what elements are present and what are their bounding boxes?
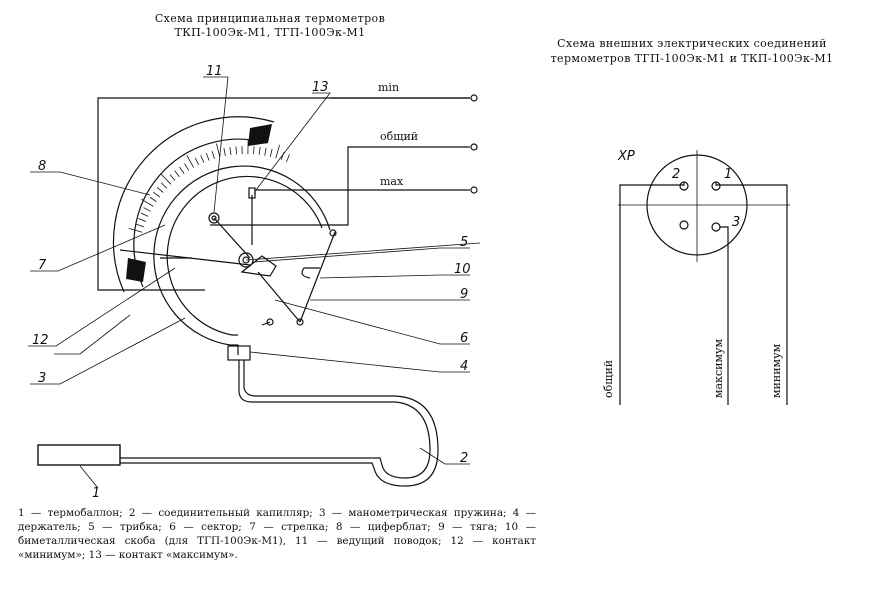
line-label-min: минимум xyxy=(770,343,783,398)
callout-7: 7 xyxy=(38,258,47,273)
pin-label-1: 1 xyxy=(724,167,732,182)
connector-label: ХР xyxy=(617,149,635,164)
line-label-common: общий xyxy=(602,360,615,398)
dial-tick xyxy=(205,152,210,161)
pin-3 xyxy=(711,222,721,232)
dial-tick xyxy=(143,207,151,212)
holder xyxy=(227,345,251,361)
dial-tick xyxy=(160,182,168,189)
legend-text: 1 — термобаллон; 2 — соединительный капи… xyxy=(18,507,536,561)
callout-12: 12 xyxy=(32,333,49,348)
dial-tick xyxy=(128,227,143,233)
callout-leaders xyxy=(28,76,470,465)
line-common xyxy=(619,182,685,405)
dial-tick xyxy=(184,163,190,171)
dial-tick xyxy=(153,191,160,198)
wire-label-max: max xyxy=(380,175,404,188)
dial-tick xyxy=(286,154,290,163)
callout-4: 4 xyxy=(460,359,468,374)
wire-label-min: min xyxy=(378,81,399,94)
dial-tick xyxy=(269,148,273,157)
callout-5: 5 xyxy=(460,235,468,250)
dial-tick xyxy=(216,143,221,158)
left-title-line-2: ТКП-100Эк-М1, ТГП-100Эк-М1 xyxy=(174,26,365,39)
terminal-common xyxy=(470,143,478,151)
dial-tick xyxy=(179,166,185,174)
right-title-line-2: термометров ТГП-100Эк-М1 и ТКП-100Эк-М1 xyxy=(551,52,834,65)
dial xyxy=(112,116,290,293)
callout-2: 2 xyxy=(460,451,468,466)
callout-10: 10 xyxy=(454,262,471,277)
dial-tick xyxy=(253,146,255,155)
dial-tick xyxy=(200,155,205,163)
housing-outline xyxy=(97,97,470,291)
pin-label-2: 2 xyxy=(672,167,680,182)
wire-max xyxy=(254,189,470,195)
terminal-min xyxy=(470,94,478,102)
line-min xyxy=(715,182,788,405)
dial-tick xyxy=(194,157,200,166)
dial-tick xyxy=(138,218,147,222)
left-title-line-1: Схема принципиальная термометров xyxy=(155,12,385,25)
callout-3: 3 xyxy=(38,371,46,386)
dial-tick xyxy=(136,223,145,228)
callout-6: 6 xyxy=(460,331,468,346)
wire-common xyxy=(210,146,470,226)
dial-tick xyxy=(264,147,267,156)
connector-diagram: ХР 2 1 3 общий максимум минимум xyxy=(602,149,790,405)
callout-1: 1 xyxy=(92,486,100,500)
thermal-bulb xyxy=(37,444,121,466)
terminal-max xyxy=(470,186,478,194)
dial-tick xyxy=(235,146,237,155)
mechanism xyxy=(119,187,481,326)
manometric-spring xyxy=(153,165,331,355)
wire-label-common: общий xyxy=(380,130,418,143)
callout-11: 11 xyxy=(206,64,223,79)
callout-13: 13 xyxy=(312,80,329,95)
callout-8: 8 xyxy=(38,159,46,174)
dial-tick xyxy=(160,173,172,185)
dial-tick xyxy=(223,148,226,157)
dial-tick xyxy=(149,196,157,202)
line-max xyxy=(720,226,729,405)
dial-tick xyxy=(156,187,164,193)
dial-tick xyxy=(229,147,232,156)
dial-tick xyxy=(211,150,215,159)
dial-tick xyxy=(258,146,261,155)
capillary xyxy=(120,345,439,487)
callout-9: 9 xyxy=(460,287,468,302)
dial-tick xyxy=(141,198,154,207)
pin-blank xyxy=(679,220,689,230)
dial-tick xyxy=(174,170,180,178)
line-label-max: максимум xyxy=(712,338,725,398)
right-title-line-1: Схема внешних электрических соединений xyxy=(557,37,827,50)
pin-label-3: 3 xyxy=(732,215,740,230)
dial-tick xyxy=(275,144,281,159)
dial-tick xyxy=(186,155,194,168)
dial-tick xyxy=(140,212,149,217)
dial-tick xyxy=(169,174,176,181)
thermometer-schematic: Схема принципиальная термометров ТКП-100… xyxy=(28,12,834,503)
